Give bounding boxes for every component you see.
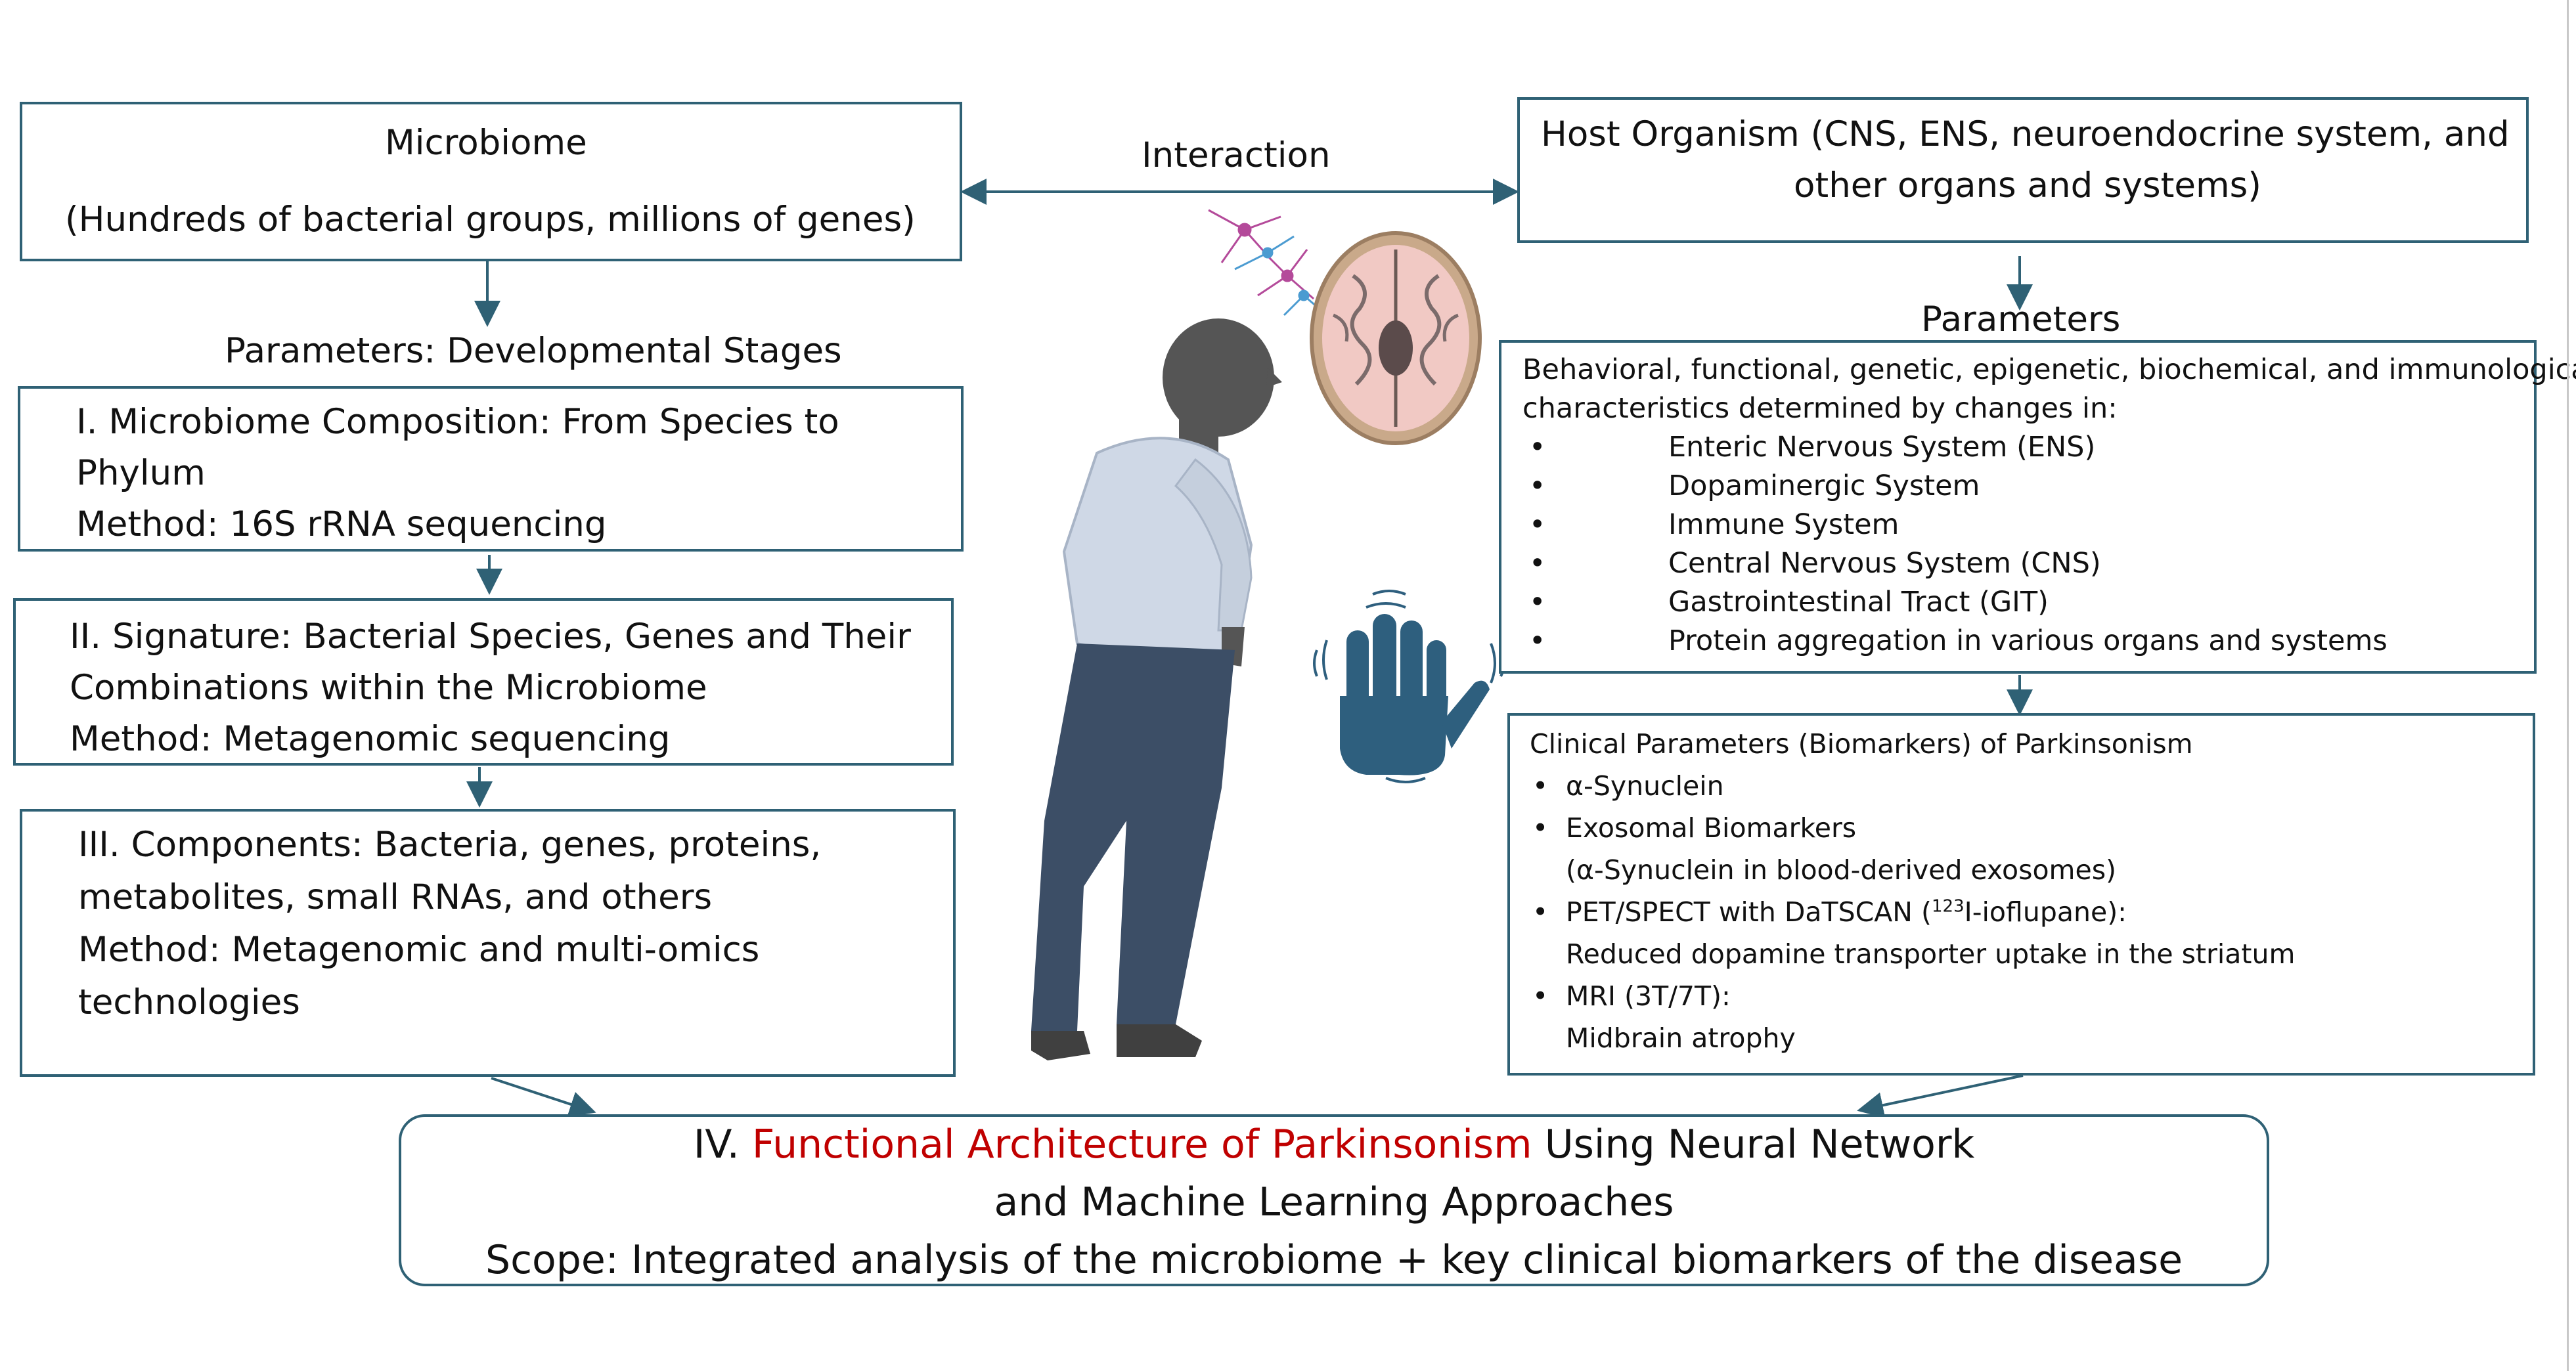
clinical-item-mri: MRI (3T/7T): bbox=[1566, 980, 1731, 1012]
host-title-line2: other organs and systems) bbox=[1794, 165, 2261, 206]
stage3-method2: technologies bbox=[78, 982, 300, 1022]
characteristics-intro-line1: Behavioral, functional, genetic, epigene… bbox=[1522, 353, 2576, 386]
arrow-clinical-final bbox=[1857, 1074, 2024, 1118]
characteristics-intro-line2: characteristics determined by changes in… bbox=[1522, 392, 2118, 425]
page-edge bbox=[2567, 0, 2569, 1371]
clinical-item-pet-spect-detail: Reduced dopamine transporter uptake in t… bbox=[1566, 938, 2296, 970]
host-title-line1: Host Organism (CNS, ENS, neuroendocrine … bbox=[1541, 114, 2510, 154]
stage1-line2: Phylum bbox=[76, 453, 206, 493]
final-highlight: Functional Architecture of Parkinsonism bbox=[751, 1121, 1532, 1167]
stage1-box: I. Microbiome Composition: From Species … bbox=[18, 386, 964, 552]
clinical-biomarkers-box: Clinical Parameters (Biomarkers) of Park… bbox=[1507, 713, 2535, 1076]
stage2-line2: Combinations within the Microbiome bbox=[70, 668, 707, 708]
parkinson-patient-illustration bbox=[1031, 318, 1282, 1060]
stage1-line1: I. Microbiome Composition: From Species … bbox=[76, 402, 839, 442]
stage2-line1: II. Signature: Bacterial Species, Genes … bbox=[70, 617, 911, 657]
microbiome-subtitle: (Hundreds of bacterial groups, millions … bbox=[65, 200, 916, 240]
stage3-line2: metabolites, small RNAs, and others bbox=[78, 877, 713, 917]
clinical-bullet: • bbox=[1532, 770, 1549, 802]
stage2-method: Method: Metagenomic sequencing bbox=[70, 719, 671, 759]
stage3-box: III. Components: Bacteria, genes, protei… bbox=[20, 809, 956, 1077]
host-organism-box: Host Organism (CNS, ENS, neuroendocrine … bbox=[1517, 97, 2529, 243]
clinical-bullet: • bbox=[1532, 980, 1549, 1012]
neurons-illustration bbox=[1208, 209, 1327, 316]
stage2-box: II. Signature: Bacterial Species, Genes … bbox=[13, 598, 954, 766]
interaction-label: Interaction bbox=[1142, 135, 1331, 175]
stage3-method1: Method: Metagenomic and multi-omics bbox=[78, 930, 760, 970]
stage3-line1: III. Components: Bacteria, genes, protei… bbox=[78, 825, 822, 865]
stage1-method: Method: 16S rRNA sequencing bbox=[76, 504, 607, 544]
arrow-stage3-final bbox=[491, 1077, 596, 1117]
final-line1: IV. Functional Architecture of Parkinson… bbox=[693, 1121, 1975, 1167]
clinical-item-pet-spect: PET/SPECT with DaTSCAN (123I-ioflupane): bbox=[1566, 896, 2127, 928]
final-line2: and Machine Learning Approaches bbox=[994, 1179, 1674, 1225]
clinical-item-exosomal: Exosomal Biomarkers bbox=[1566, 812, 1857, 844]
clinical-item-synuclein: α-Synuclein bbox=[1566, 770, 1724, 802]
clinical-item-mri-detail: Midbrain atrophy bbox=[1566, 1022, 1796, 1054]
clinical-item-exosomal-detail: (α-Synuclein in blood-derived exosomes) bbox=[1566, 854, 2117, 886]
clinical-bullet: • bbox=[1532, 896, 1549, 928]
microbiome-box: Microbiome (Hundreds of bacterial groups… bbox=[20, 102, 962, 261]
final-scope: Scope: Integrated analysis of the microb… bbox=[485, 1237, 2183, 1283]
characteristics-box: Behavioral, functional, genetic, epigene… bbox=[1499, 340, 2576, 674]
microbiome-title: Microbiome bbox=[385, 123, 587, 163]
host-parameters-label: Parameters bbox=[1921, 299, 2121, 339]
tremor-hand-icon bbox=[1313, 590, 1505, 783]
clinical-bullet: • bbox=[1532, 812, 1549, 844]
isotope-superscript: 123 bbox=[1932, 896, 1965, 917]
clinical-title: Clinical Parameters (Biomarkers) of Park… bbox=[1530, 728, 2193, 760]
brain-illustration bbox=[1310, 231, 1482, 445]
developmental-stages-label: Parameters: Developmental Stages bbox=[225, 331, 842, 371]
functional-architecture-box: IV. Functional Architecture of Parkinson… bbox=[399, 1114, 2269, 1286]
